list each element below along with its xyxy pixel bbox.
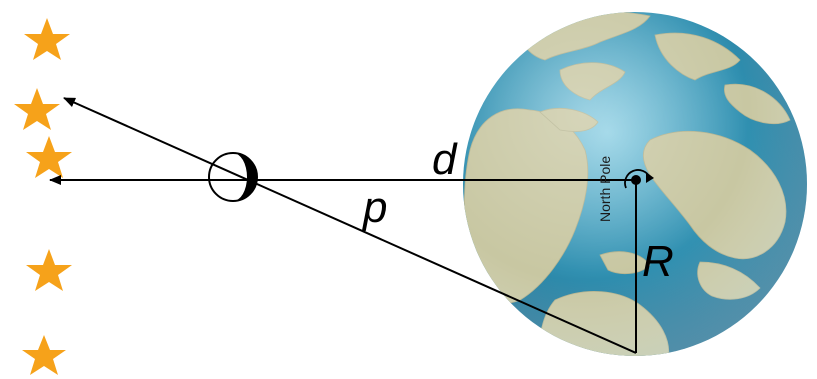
star-icon <box>22 335 66 375</box>
star-icon <box>14 88 60 130</box>
north-pole-label: North Pole <box>597 156 613 222</box>
star-icon <box>24 18 70 60</box>
label-d: d <box>432 135 458 184</box>
moon-icon <box>209 153 257 201</box>
stars <box>14 18 72 375</box>
star-icon <box>26 249 72 291</box>
pole-dot <box>631 175 641 185</box>
label-p: p <box>361 183 387 232</box>
label-R: R <box>642 237 674 286</box>
star-icon <box>26 136 72 178</box>
